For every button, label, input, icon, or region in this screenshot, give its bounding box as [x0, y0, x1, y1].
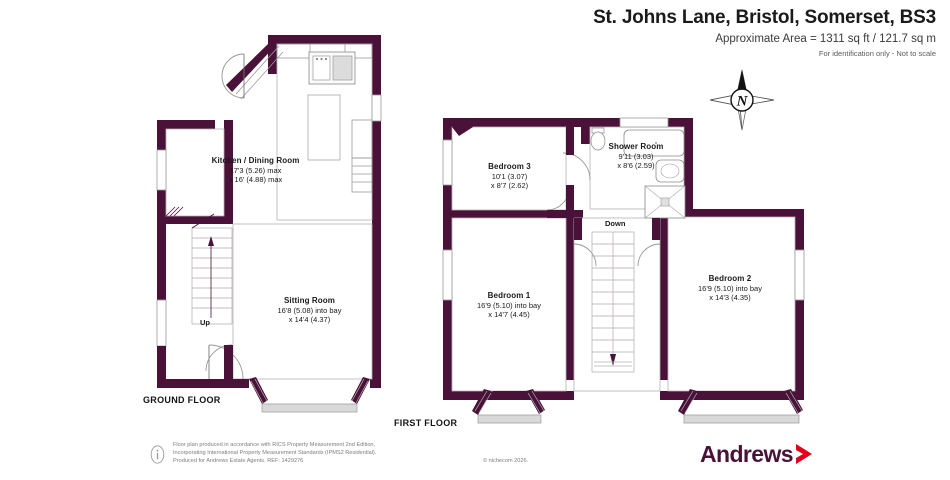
- room-label-shower-room: Shower Room 9'11 (3.03) x 8'6 (2.59): [608, 142, 664, 170]
- room-label-sitting-room: Sitting Room 16'8 (5.08) into bay x 14'4…: [277, 296, 342, 324]
- kitchen-units: [351, 119, 373, 193]
- footer-text-block: Floor plan produced in accordance with R…: [173, 441, 376, 466]
- ground-window-right: [371, 94, 382, 122]
- approximate-area: Approximate Area = 1311 sq ft / 121.7 sq…: [715, 33, 936, 45]
- first-bay-window-bedroom2: [678, 389, 803, 424]
- footer-line-1: Floor plan produced in accordance with R…: [173, 442, 376, 448]
- compass-north-label: N: [736, 94, 749, 110]
- ground-bay-window: [209, 377, 370, 413]
- footer-line-3: Produced for Andrews Estate Agents. REF:…: [173, 458, 304, 465]
- bath-fixture: [623, 129, 685, 157]
- room-label-bedroom-1: Bedroom 1 16'9 (5.10) into bay x 14'7 (4…: [477, 291, 541, 319]
- andrews-logo-text: Andrews: [700, 441, 794, 467]
- first-staircase: [591, 231, 635, 373]
- ground-window-kitchen: [156, 149, 167, 191]
- ground-floor-plan: [156, 35, 382, 413]
- ground-staircase: [191, 213, 233, 325]
- header: St. Johns Lane, Bristol, Somerset, BS3 A…: [593, 6, 936, 59]
- disclaimer-notice: For identification only - Not to scale: [818, 49, 936, 58]
- chevron-right-icon: [796, 444, 812, 464]
- stair-label-down: Down: [605, 219, 626, 228]
- kitchen-table: [307, 94, 341, 161]
- ground-door-jambs: [157, 345, 233, 379]
- first-windows: [442, 117, 805, 301]
- stair-label-up: Up: [200, 318, 210, 327]
- floor-label-first: FIRST FLOOR: [394, 418, 458, 428]
- footer-line-2: Incorporating International Property Mea…: [173, 450, 377, 457]
- basin-fixture: [655, 159, 685, 183]
- compass-rose-icon: N: [706, 64, 778, 136]
- andrews-logo[interactable]: Andrews: [700, 437, 820, 471]
- toilet-fixture: [590, 127, 606, 151]
- info-circle-icon: [150, 445, 165, 464]
- room-label-bedroom-2: Bedroom 2 16'9 (5.10) into bay x 14'3 (4…: [698, 274, 762, 302]
- room-label-bedroom-3: Bedroom 3 10'1 (3.07) x 8'7 (2.62): [488, 162, 531, 190]
- room-label-kitchen-dining: Kitchen / Dining Room 17'3 (5.26) max x …: [211, 156, 300, 184]
- kitchen-sink: [308, 51, 356, 85]
- page-title: St. Johns Lane, Bristol, Somerset, BS3: [593, 7, 936, 28]
- floor-label-ground: GROUND FLOOR: [143, 395, 221, 405]
- footer-copyright: © nichecom 2026.: [483, 458, 529, 465]
- shower-tray: [644, 185, 686, 219]
- ground-window-left: [156, 299, 167, 347]
- first-floor-plan: [442, 117, 805, 424]
- first-door-jambs: [547, 210, 660, 240]
- first-bay-window-bedroom1: [472, 389, 545, 424]
